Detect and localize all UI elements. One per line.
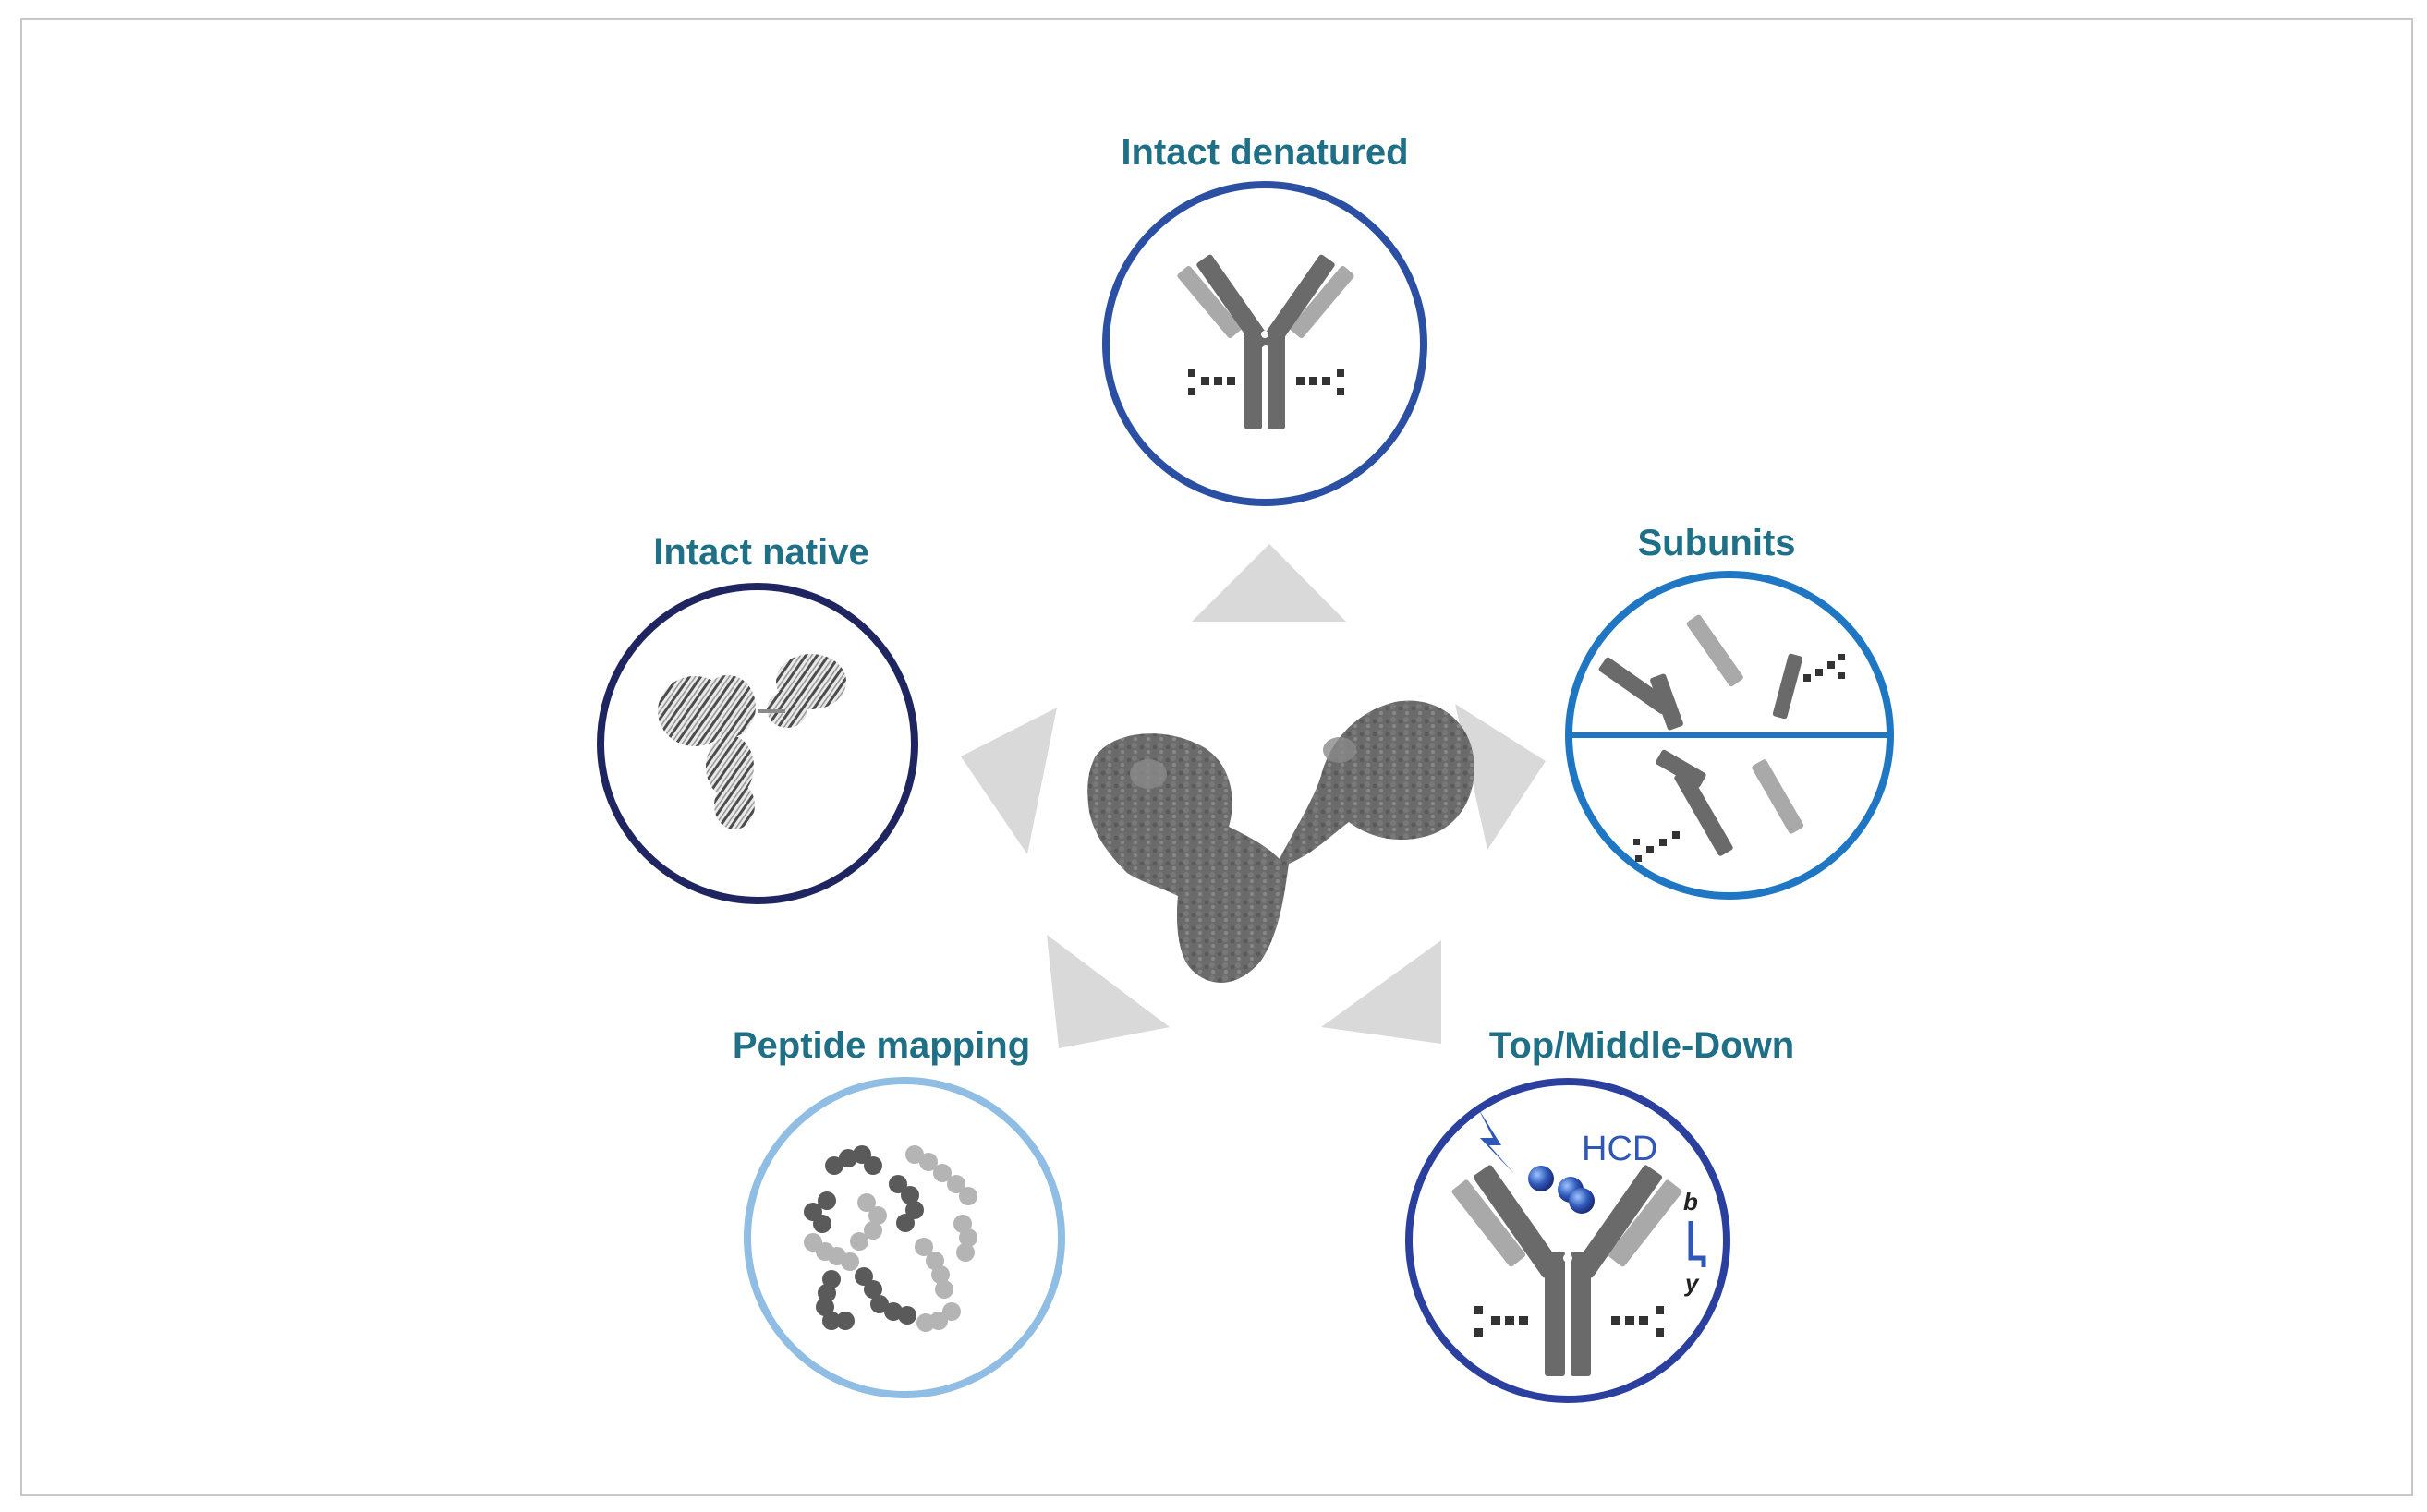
top-middle-down-label: Top/Middle-Down — [1488, 1025, 1795, 1066]
fragment-bracket-icon — [1688, 1221, 1706, 1267]
b-ion-label: b — [1683, 1188, 1698, 1216]
subunit-fragments-top — [1598, 614, 1845, 731]
peptide-mapping-node — [744, 1077, 1065, 1398]
lightning-bolt-icon — [1478, 1108, 1515, 1175]
hcd-label: HCD — [1582, 1130, 1657, 1168]
arrow-to-intact-native — [961, 708, 1057, 854]
arrow-to-peptide-mapping — [1047, 935, 1170, 1048]
peptide-mapping-label: Peptide mapping — [732, 1025, 1031, 1066]
arrow-to-top-middle-down — [1321, 940, 1441, 1044]
subunit-fragments-bottom — [1633, 749, 1804, 862]
peptide-chains-icon — [804, 1145, 977, 1332]
central-antibody-structure — [1087, 700, 1474, 983]
top-middle-down-node: HCD b y — [1405, 1078, 1730, 1403]
antibody-y-icon — [1451, 1165, 1682, 1376]
antibody-y-icon — [1177, 254, 1354, 429]
arrow-to-intact-denatured — [1192, 544, 1346, 622]
y-ion-label: y — [1683, 1269, 1700, 1297]
subunits-label: Subunits — [1637, 523, 1796, 563]
top-middle-down-ring — [1405, 1078, 1730, 1403]
intact-denatured-label: Intact denatured — [1121, 132, 1409, 173]
intact-native-node — [597, 583, 918, 904]
subunits-node — [1565, 571, 1894, 900]
intact-denatured-node — [1102, 181, 1427, 506]
arrow-to-subunits — [1455, 704, 1546, 850]
peptide-mapping-ring — [744, 1077, 1065, 1398]
hcd-gas-molecules-icon — [1528, 1166, 1595, 1214]
intact-native-label: Intact native — [653, 532, 869, 573]
intact-native-ring — [597, 583, 918, 904]
ribbon-structure-icon — [658, 654, 846, 829]
